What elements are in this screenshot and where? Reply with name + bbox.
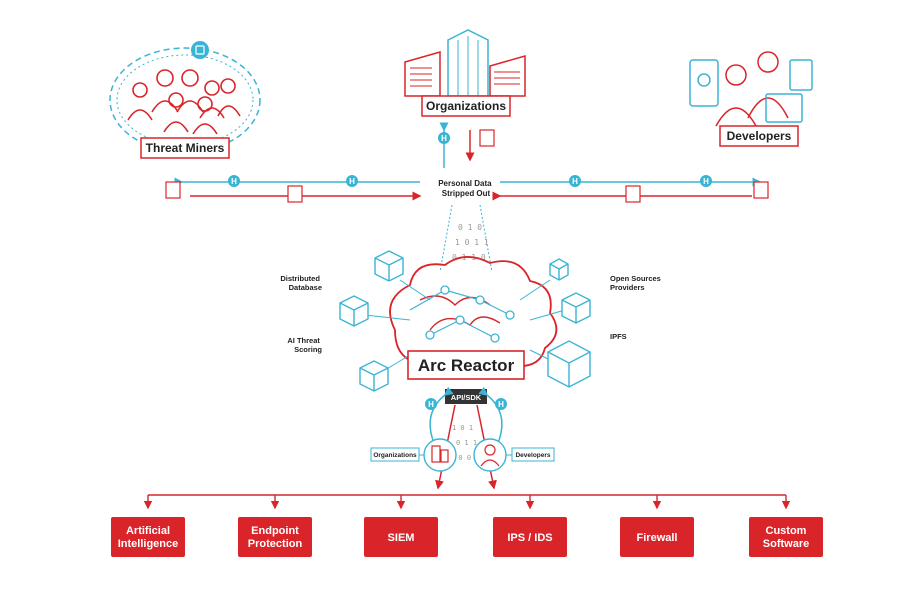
svg-text:H: H [231,177,237,186]
document-icon [753,181,769,199]
shield-icon [191,41,209,59]
network-spokes [364,279,566,371]
building-icon [404,29,526,97]
threat-miners-label: Threat Miners [146,141,225,155]
developers-group: Developers [689,51,813,147]
distributed-db-label: Distributed Database [280,274,322,292]
h-badge: H [495,398,507,410]
arc-reactor-title: Arc Reactor [418,356,515,375]
svg-text:H: H [572,177,578,186]
arc-reactor-box [407,350,525,380]
organizations-label: Organizations [426,99,506,113]
h-badge: H [700,175,712,187]
distribution-bus [143,494,791,510]
svg-text:H: H [349,177,355,186]
cube-icon [339,295,369,327]
output-label: SIEM [388,532,415,544]
svg-text:1 0 1 1: 1 0 1 1 [455,238,489,247]
user-icon [484,444,496,456]
building-icon [431,445,441,463]
right-flow: H H [492,175,769,203]
document-icon [287,185,303,203]
document-icon [479,129,495,147]
ipfs-label: IPFS [610,332,627,341]
personal-data-label: Personal Data Stripped Out [438,179,494,198]
threat-miners-group: Threat Miners [109,41,261,159]
threat-miners-people-icon [127,69,241,135]
svg-text:1 0 0 1: 1 0 0 1 [450,454,480,462]
svg-text:H: H [703,177,709,186]
h-badge: H [438,132,450,144]
svg-text:0 1 1 0: 0 1 1 0 [456,439,486,447]
document-icon [165,181,181,199]
svg-text:H: H [498,400,504,409]
h-badge: H [228,175,240,187]
organizations-box [421,95,511,117]
developers-box [719,125,799,147]
developers-label: Developers [727,129,792,143]
svg-text:H: H [441,134,447,143]
api-sdk-label: API/SDK [451,393,482,402]
svg-text:0 1 0: 0 1 0 [458,223,482,232]
cube-icon [547,340,591,388]
h-badge: H [569,175,581,187]
cube-icon [549,258,569,281]
data-beam: 0 1 0 1 0 1 1 0 1 1 0 [439,204,493,273]
threat-miners-box [140,137,230,159]
cube-icon [359,360,389,392]
small-org-label: Organizations [373,452,417,459]
cube-icon [374,250,404,282]
cube-icon [561,292,591,324]
h-badge: H [346,175,358,187]
organizations-group: Organizations H [404,29,526,168]
output-label: IPS / IDS [507,532,552,544]
svg-text:1 0 1: 1 0 1 [452,424,473,432]
output-box-siem: SIEM [364,517,438,557]
document-icon [625,185,641,203]
h-badge: H [425,398,437,410]
output-label: Firewall [637,532,678,544]
output-box-ips-ids: IPS / IDS [493,517,567,557]
small-dev-label: Developers [515,452,550,459]
ai-threat-label: AI Threat Scoring [287,336,322,354]
output-box-firewall: Firewall [620,517,694,557]
org-circle [423,438,457,472]
developers-devices-icon [689,51,813,127]
left-flow: H H [165,175,422,203]
svg-text:H: H [428,400,434,409]
small-dev-box [511,447,555,462]
dev-circle [473,438,507,472]
small-org-box [370,447,420,462]
open-sources-label: Open Sources Providers [610,274,663,292]
api-sdk-badge [445,389,487,404]
